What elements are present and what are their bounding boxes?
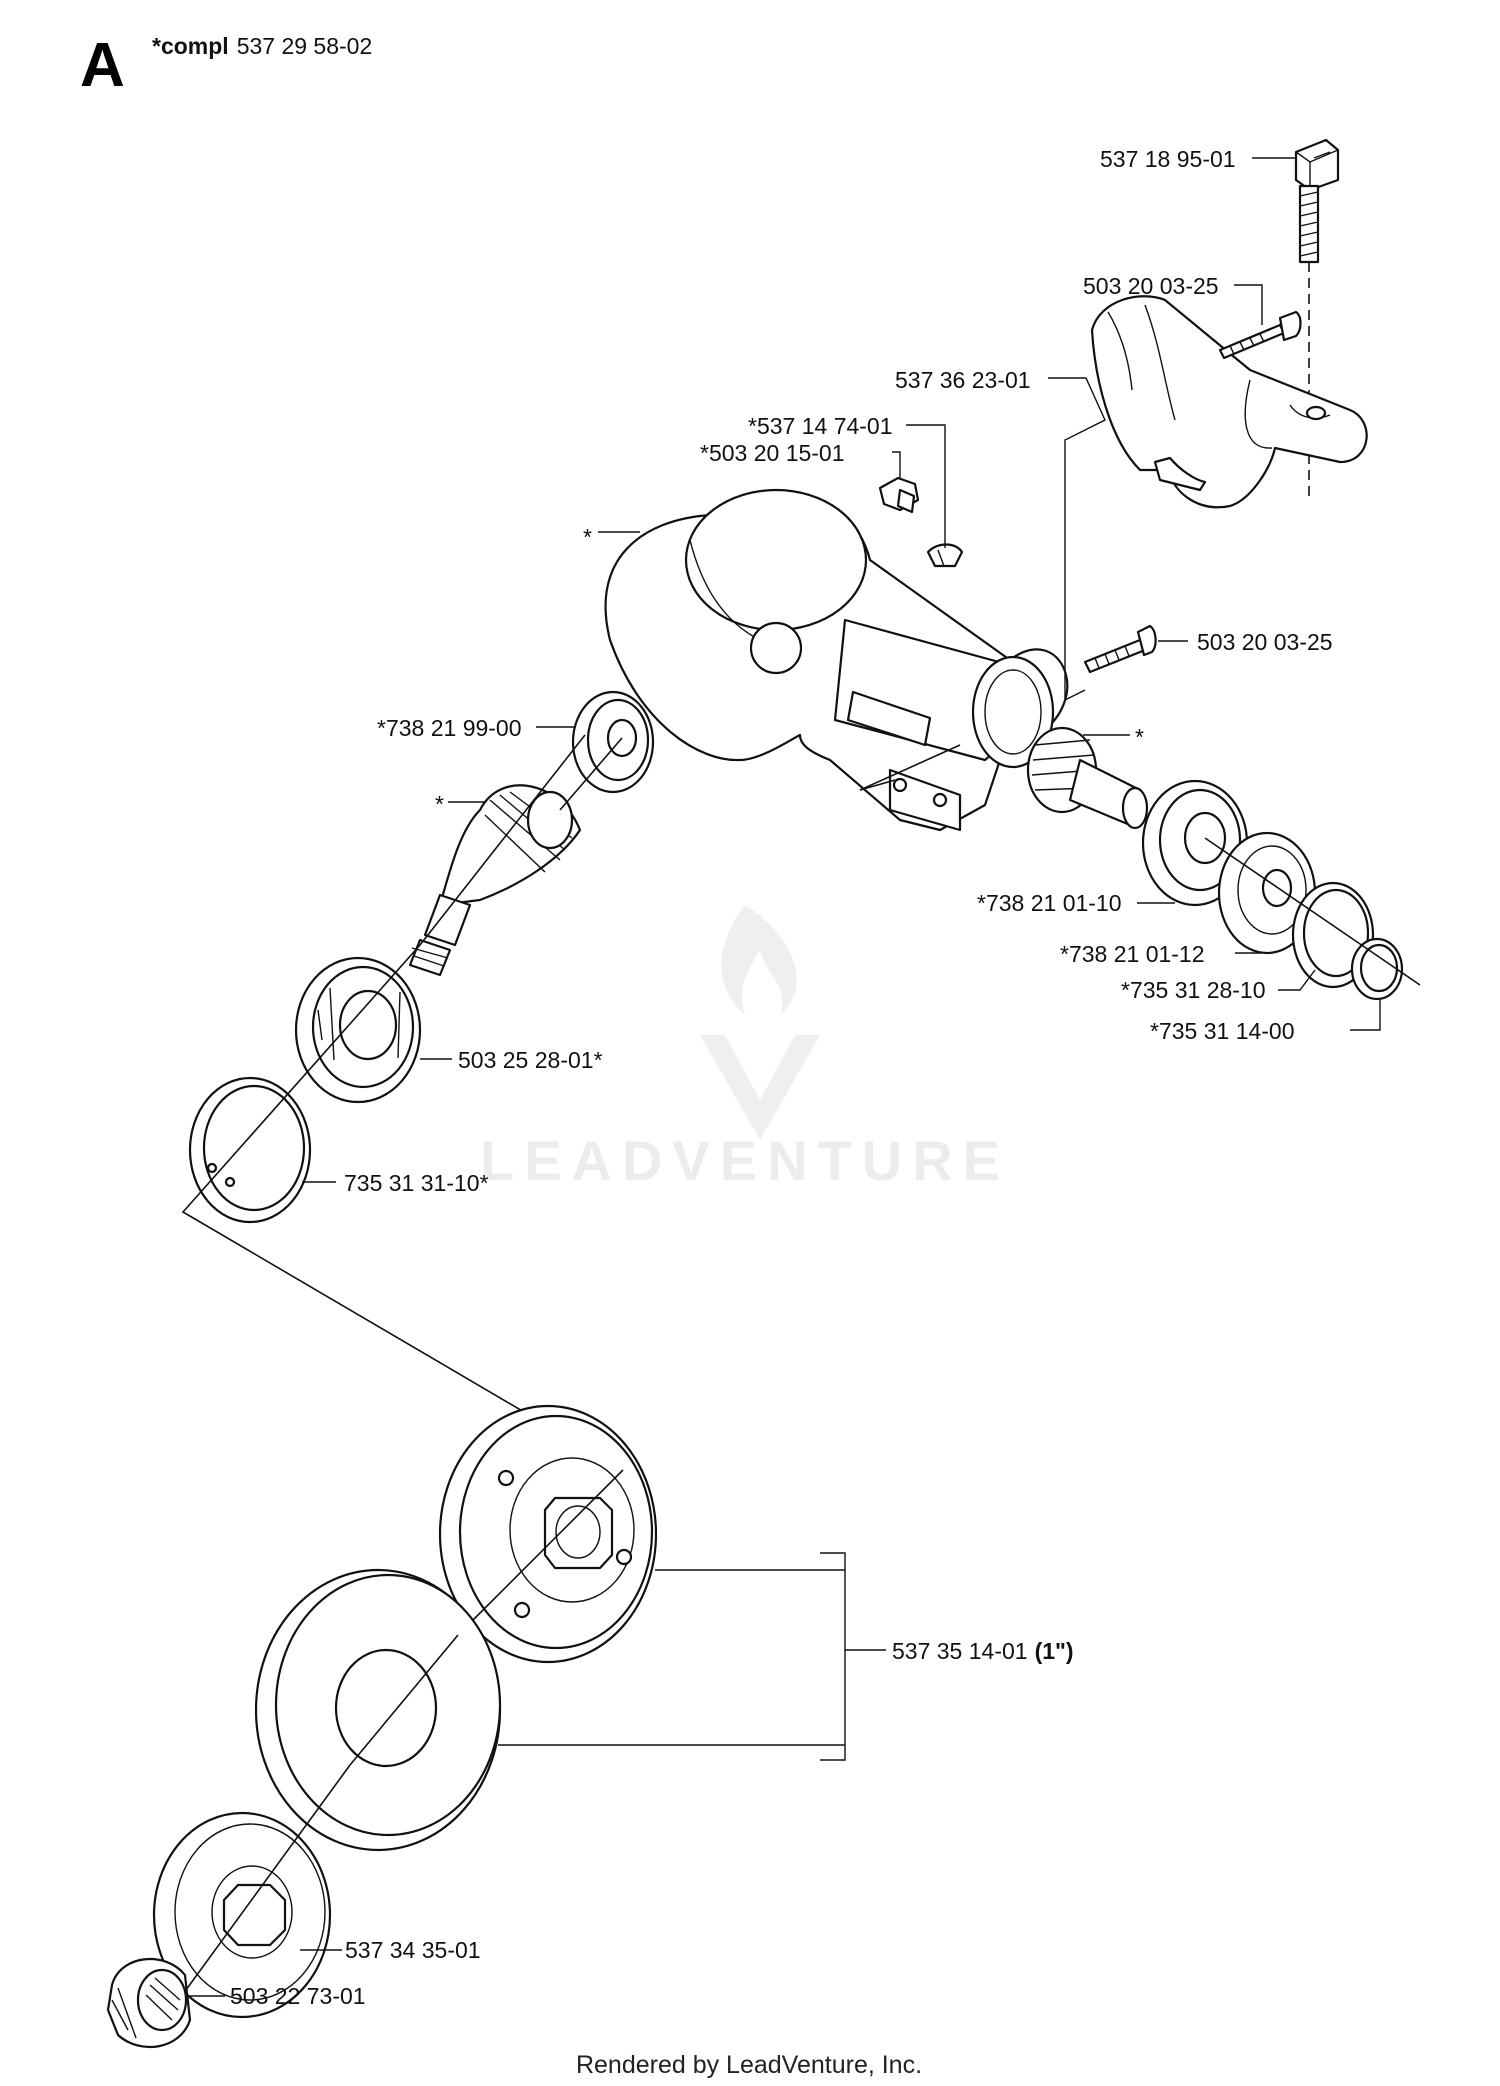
label-537-14-74-01: *537 14 74-01 (748, 413, 893, 439)
label-pinion-star: * (435, 791, 444, 817)
part-537-35-14-01-lower (254, 1568, 502, 1852)
right-shaft-axis-line (1204, 837, 1421, 986)
part-503-22-73-01 (106, 1957, 192, 2049)
washer-axis-line (174, 1764, 351, 2006)
watermark-text: LEADVENTURE (480, 1129, 1010, 1192)
part-503-20-15-01 (878, 476, 920, 514)
label-738-21-01-12: *738 21 01-12 (1060, 941, 1205, 967)
part-bevel-gear-right (1026, 726, 1149, 830)
flange-axis-line (457, 1469, 624, 1636)
pinion-axis-line (559, 737, 623, 811)
label-537-36-23-01: 537 36 23-01 (895, 367, 1031, 393)
compl-heading: *compl 537 29 58-02 (152, 33, 372, 59)
part-537-14-74-01 (926, 543, 964, 568)
label-bevel-star: * (1135, 724, 1144, 750)
footer-credit: Rendered by LeadVenture, Inc. (576, 2051, 922, 2079)
label-738-21-01-10: *738 21 01-10 (977, 890, 1122, 916)
main-axis-line (181, 734, 624, 1471)
lower-bolt-axis-line (859, 779, 896, 791)
leader-lines (186, 157, 1381, 1997)
label-537-35-14-01-size: (1") (1035, 1638, 1074, 1664)
section-letter: A (80, 31, 125, 100)
watermark-logo-icon (700, 905, 820, 1140)
label-housing-star: * (583, 524, 592, 550)
label-503-25-28-01: 503 25 28-01* (458, 1047, 603, 1073)
label-503-22-73-01: 503 22 73-01 (230, 1983, 366, 2009)
label-735-31-28-10: *735 31 28-10 (1121, 977, 1266, 1003)
gear-housing (604, 488, 1069, 832)
part-738-21-99-00 (571, 690, 655, 794)
label-738-21-99-00: *738 21 99-00 (377, 715, 522, 741)
part-503-20-03-25-top (1218, 310, 1302, 360)
part-738-21-01-12 (1217, 831, 1317, 955)
part-503-20-03-25-mid (1083, 624, 1157, 674)
part-735-31-14-00 (1350, 937, 1404, 1001)
label-735-31-31-10: 735 31 31-10* (344, 1170, 489, 1196)
label-537-34-35-01: 537 34 35-01 (345, 1937, 481, 1963)
part-537-36-23-01 (1090, 295, 1368, 509)
label-537-18-95-01: 537 18 95-01 (1100, 146, 1236, 172)
label-503-20-03-25-mid: 503 20 03-25 (1197, 629, 1333, 655)
watermark: LEADVENTURE (480, 905, 1010, 1192)
part-537-34-35-01 (152, 1811, 332, 2019)
label-503-20-15-01: *503 20 15-01 (700, 440, 845, 466)
guard-axis-line (349, 1634, 459, 1766)
label-503-20-03-25-top: 503 20 03-25 (1083, 273, 1219, 299)
compl-prefix: *compl (152, 33, 229, 59)
housing-axis-line (859, 744, 961, 791)
label-537-35-14-01: 537 35 14-01 (1") (892, 1638, 1074, 1664)
label-735-31-14-00: *735 31 14-00 (1150, 1018, 1295, 1044)
label-537-35-14-01-number: 537 35 14-01 (892, 1638, 1028, 1664)
part-735-31-31-10 (188, 1076, 312, 1224)
compl-number: 537 29 58-02 (237, 33, 373, 59)
part-503-25-28-01 (294, 956, 422, 1104)
part-537-18-95-01 (1294, 138, 1340, 264)
